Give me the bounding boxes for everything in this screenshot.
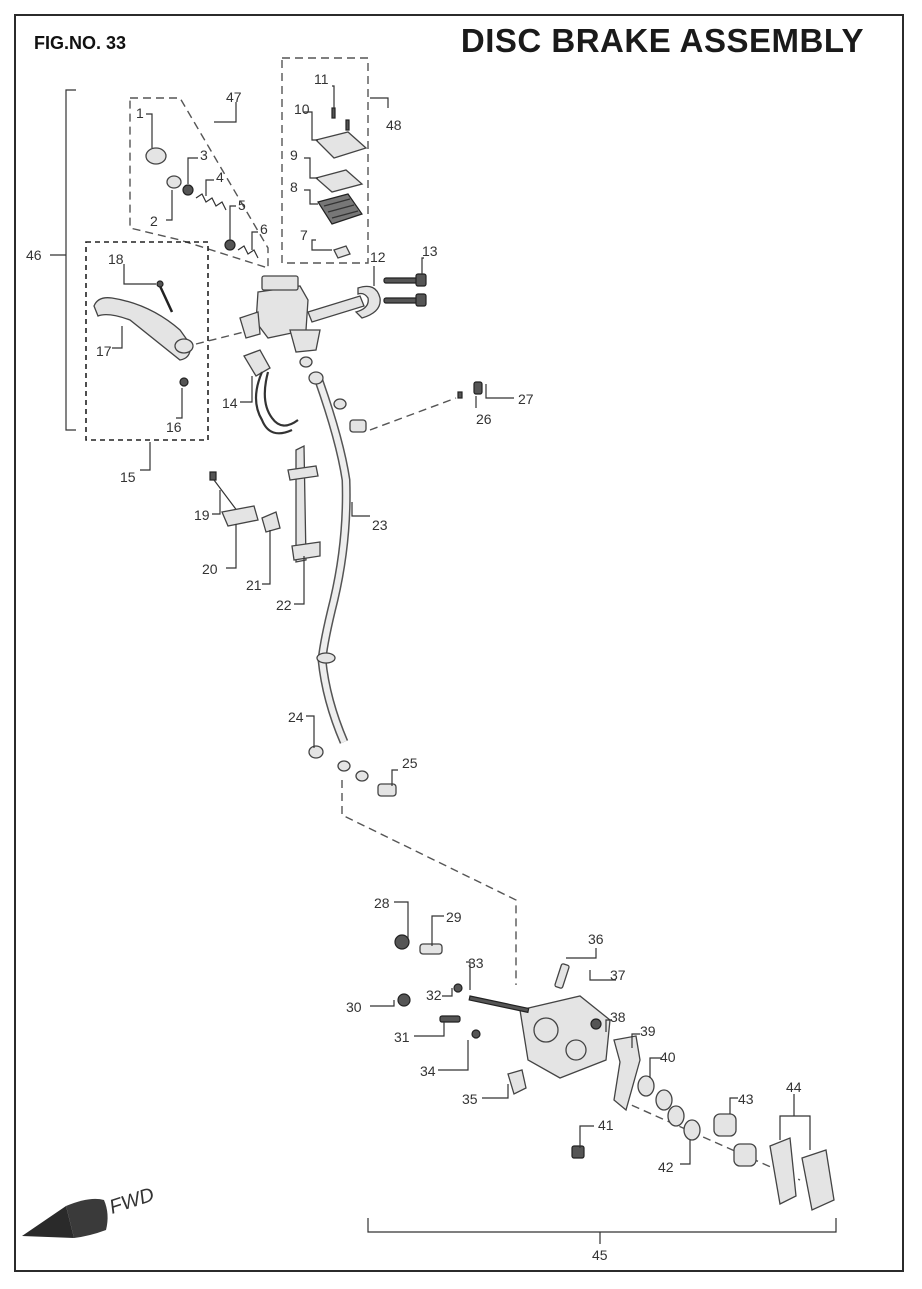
reservoir-cap-parts — [314, 107, 368, 259]
brake-hose — [313, 376, 351, 744]
callout-30: 30 — [346, 999, 362, 1015]
callout-21: 21 — [246, 577, 262, 593]
piston-spring-stack — [145, 147, 259, 259]
callout-27: 27 — [518, 391, 534, 407]
callout-33: 33 — [468, 955, 484, 971]
callout-1: 1 — [136, 105, 144, 121]
master-cylinder-body — [239, 275, 365, 353]
bracket-45 — [367, 1218, 837, 1244]
callout-29: 29 — [446, 909, 462, 925]
callout-42: 42 — [658, 1159, 674, 1175]
group-15-outline — [85, 241, 209, 441]
callout-5: 5 — [238, 197, 246, 213]
callout-47: 47 — [226, 89, 242, 105]
hose-clamp-parts — [209, 471, 281, 533]
callout-39: 39 — [640, 1023, 656, 1039]
callout-18: 18 — [108, 251, 124, 267]
assembly-line-pads — [619, 1099, 801, 1181]
callout-11: 11 — [314, 71, 329, 87]
group-48-outline — [281, 57, 369, 264]
callout-2: 2 — [150, 213, 158, 229]
callout-17: 17 — [96, 343, 112, 359]
callout-7: 7 — [300, 227, 308, 243]
screw-26 — [457, 391, 463, 399]
callout-20: 20 — [202, 561, 218, 577]
clamp-bolts — [383, 273, 427, 307]
handlebar-clamp — [354, 285, 381, 319]
caliper-bolt — [571, 1145, 585, 1159]
callout-32: 32 — [426, 987, 442, 1003]
callout-23: 23 — [372, 517, 388, 533]
callout-10: 10 — [294, 101, 310, 117]
brake-pads — [769, 1137, 835, 1211]
callout-46: 46 — [26, 247, 42, 263]
diagram-title: DISC BRAKE ASSEMBLY — [460, 22, 864, 59]
assembly-line-caliper — [341, 780, 517, 985]
callout-37: 37 — [610, 967, 626, 983]
caliper-pins — [394, 934, 530, 1039]
brake-lever — [93, 297, 194, 361]
callout-45: 45 — [592, 1247, 608, 1263]
caliper-bracket — [613, 1035, 641, 1112]
callout-12: 12 — [370, 249, 386, 265]
callout-43: 43 — [738, 1091, 754, 1107]
callout-4: 4 — [216, 169, 224, 185]
hose-guide-bracket — [287, 444, 321, 563]
lever-nut — [179, 377, 189, 387]
callout-3: 3 — [200, 147, 208, 163]
bracket-46 — [50, 89, 76, 431]
assembly-line-lever — [195, 331, 245, 345]
callout-labels: 1 2 3 4 5 6 7 8 9 10 11 12 13 14 15 16 1… — [26, 71, 802, 1263]
callout-36: 36 — [588, 931, 604, 947]
bolt-27 — [473, 381, 483, 395]
fwd-label: FWD — [107, 1184, 157, 1219]
callout-9: 9 — [290, 147, 298, 163]
callout-44: 44 — [786, 1079, 802, 1095]
callout-38: 38 — [610, 1009, 626, 1025]
callout-15: 15 — [120, 469, 136, 485]
figure-number: FIG.NO. 33 — [34, 33, 127, 53]
assembly-line-26 — [369, 397, 457, 431]
callout-28: 28 — [374, 895, 390, 911]
callout-19: 19 — [194, 507, 210, 523]
piston-seals — [637, 1075, 701, 1141]
callout-6: 6 — [260, 221, 268, 237]
callout-8: 8 — [290, 179, 298, 195]
callout-35: 35 — [462, 1091, 478, 1107]
leader-lines — [112, 85, 811, 1165]
callout-25: 25 — [402, 755, 418, 771]
callout-40: 40 — [660, 1049, 676, 1065]
hose-lower-fittings — [308, 745, 397, 797]
callout-34: 34 — [420, 1063, 436, 1079]
callout-13: 13 — [422, 243, 438, 259]
callout-31: 31 — [394, 1029, 410, 1045]
callout-48: 48 — [386, 117, 402, 133]
lever-pivot-bolt — [156, 280, 174, 313]
callout-14: 14 — [222, 395, 238, 411]
forward-arrow-icon — [22, 1198, 108, 1238]
diagram-frame — [14, 14, 904, 1272]
banjo-bolt-upper — [299, 356, 367, 433]
callout-16: 16 — [166, 419, 182, 435]
pad-spring — [507, 1069, 527, 1095]
caliper-pistons — [713, 1113, 757, 1167]
callout-26: 26 — [476, 411, 492, 427]
caliper-body — [519, 995, 611, 1079]
callout-24: 24 — [288, 709, 304, 725]
callout-41: 41 — [598, 1117, 614, 1133]
brake-light-switch — [243, 349, 299, 435]
bleed-screw — [554, 963, 570, 989]
callout-22: 22 — [276, 597, 292, 613]
